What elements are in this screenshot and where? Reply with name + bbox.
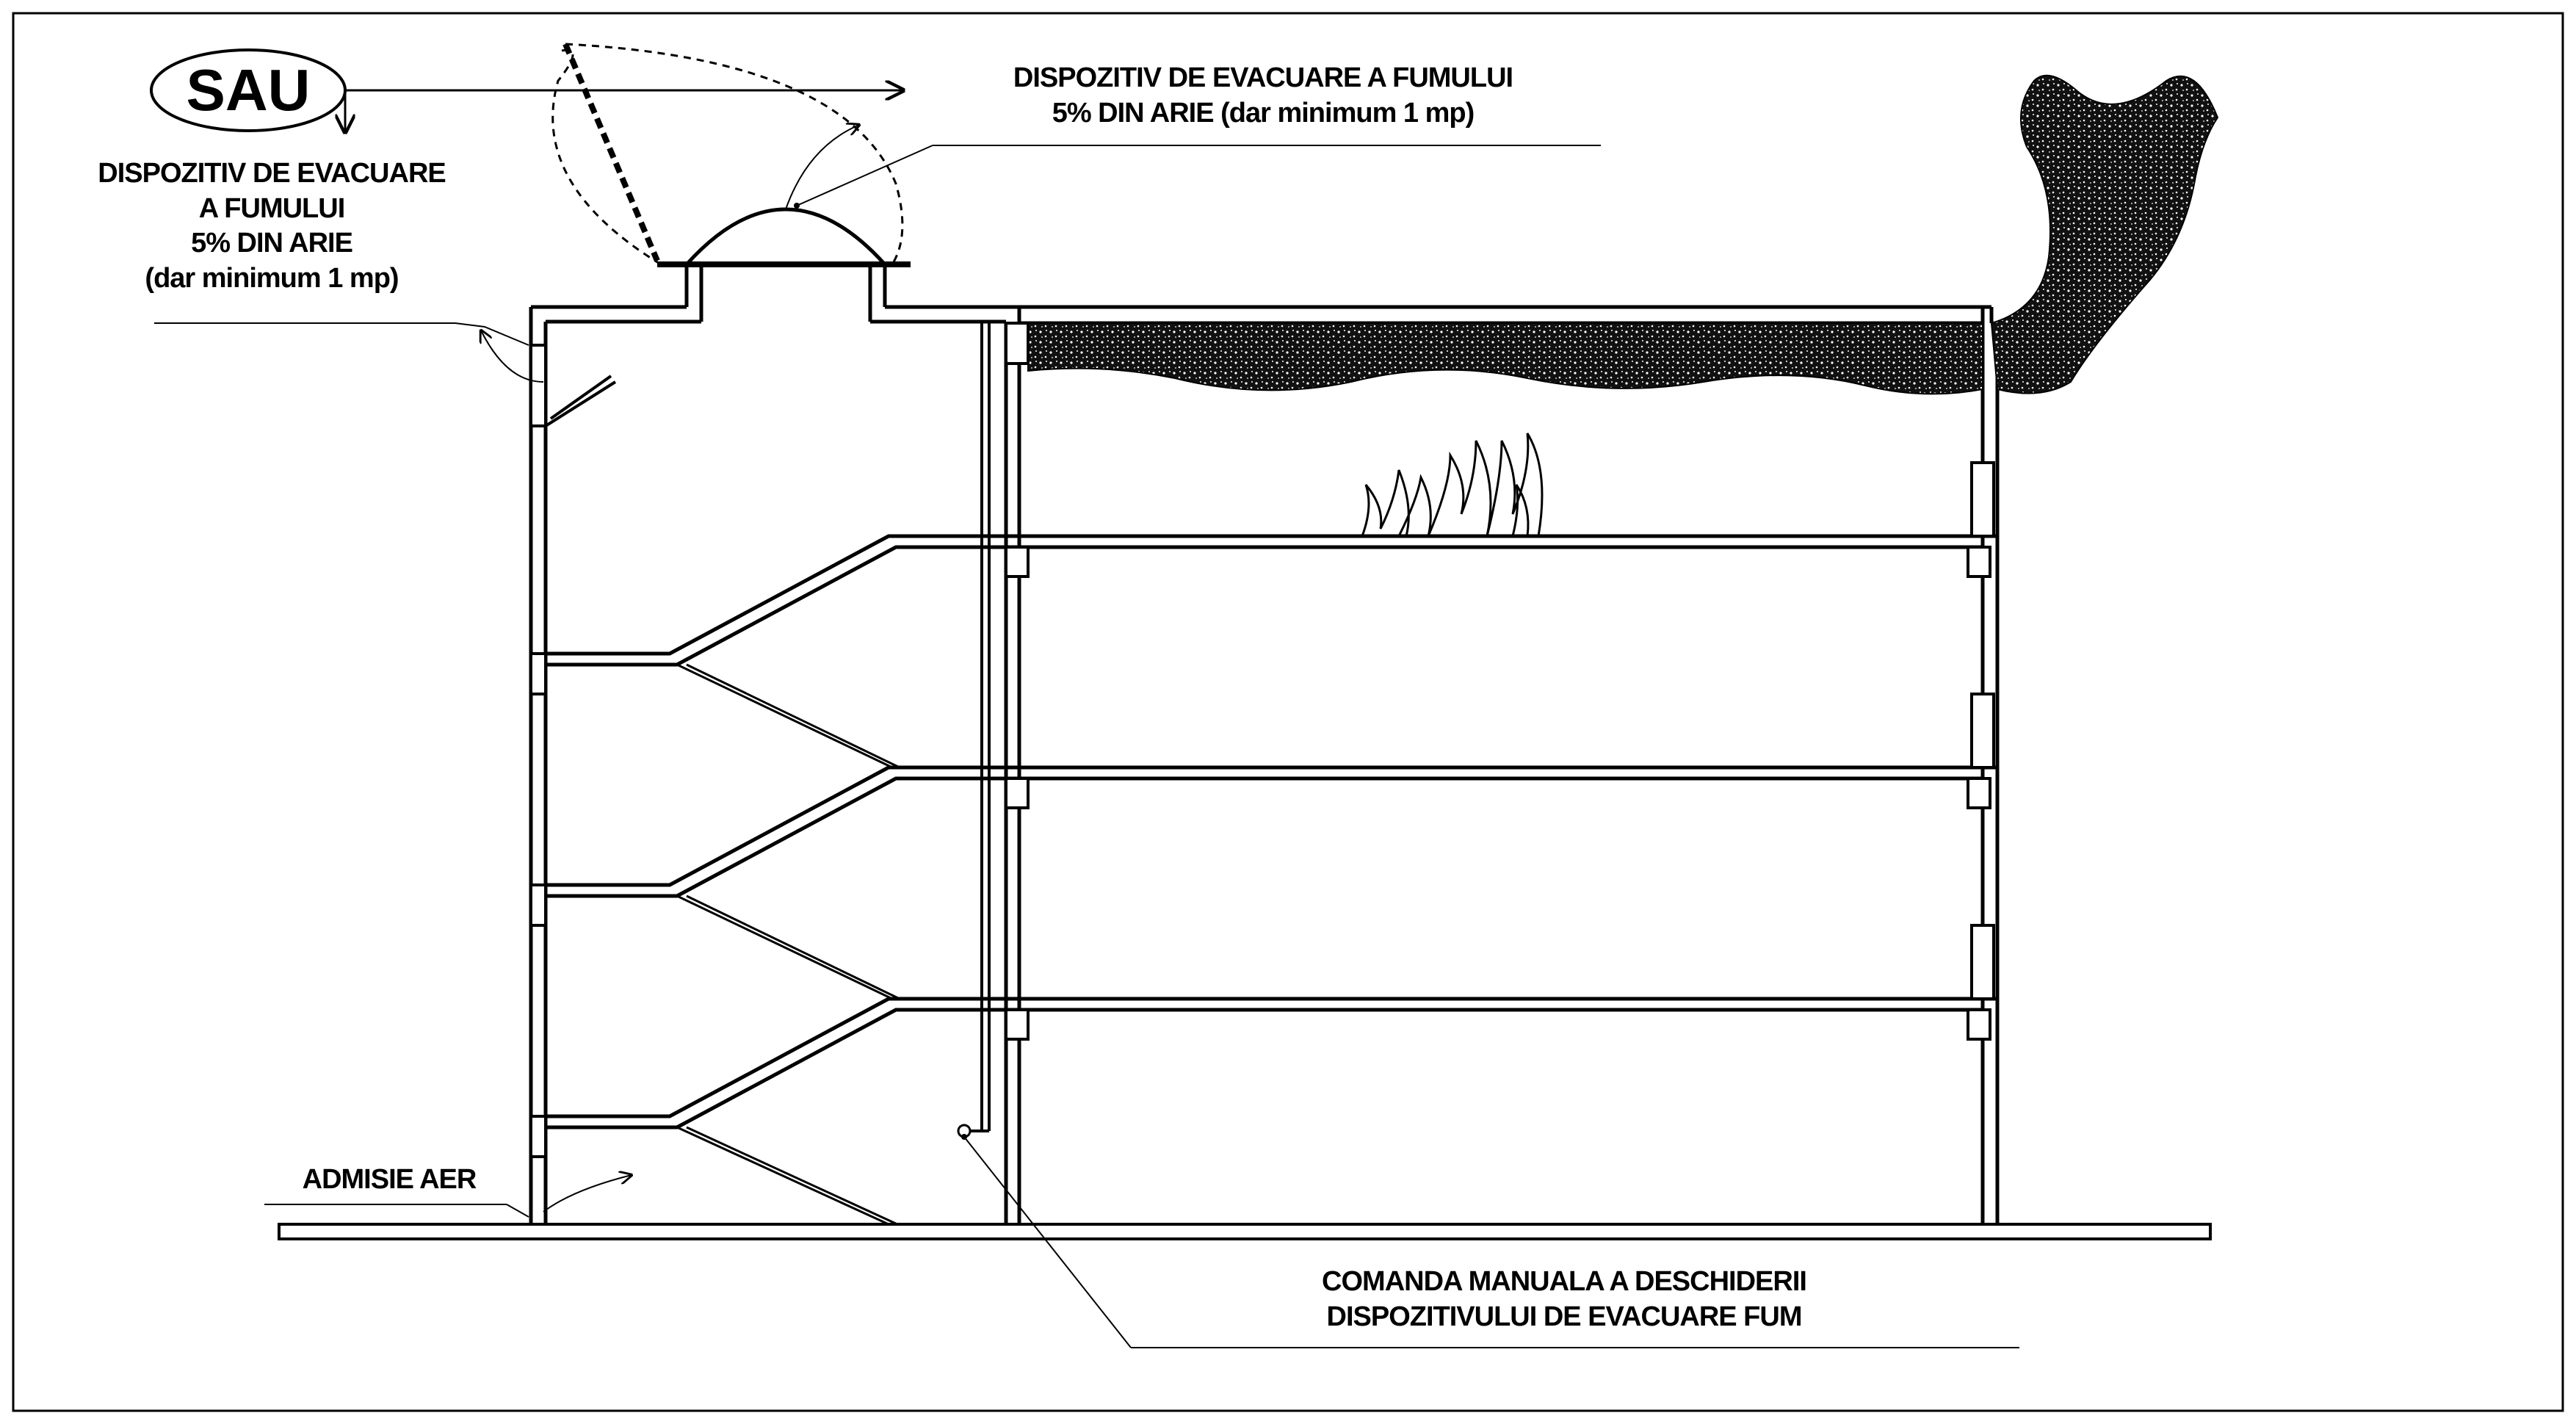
- fire-icon: [1361, 433, 1544, 537]
- manual-control-line1: COMANDA MANUALA A DESCHIDERII: [1322, 1266, 1807, 1297]
- air-intake-label: ADMISIE AER: [302, 1164, 477, 1195]
- roof-vent-label: DISPOZITIV DE EVACUARE A FUMULUI 5% DIN …: [940, 61, 1586, 131]
- smoke-plume: [1990, 74, 2219, 394]
- leader-dot: [794, 203, 800, 209]
- beam-stubs: [1005, 322, 1995, 1041]
- sau-arrows: [345, 90, 903, 132]
- side-vent-louver: [529, 344, 617, 427]
- roof-vent-line2: 5% DIN ARIE (dar minimum 1 mp): [1052, 97, 1475, 129]
- airflow-arrows: [481, 125, 859, 1212]
- leader-lines: [154, 145, 2019, 1348]
- roof-dome-vent: [657, 207, 911, 267]
- sau-label: SAU: [187, 57, 311, 123]
- smoke-layer: [1027, 322, 1983, 395]
- side-vent-line4: (dar minimum 1 mp): [145, 262, 399, 294]
- side-vent-line3: 5% DIN ARIE: [191, 228, 353, 259]
- stair-flights: [676, 663, 900, 1226]
- manual-control-cable: [969, 323, 991, 1132]
- roof-vent-line1: DISPOZITIV DE EVACUARE A FUMULUI: [1013, 62, 1513, 93]
- manual-control-line2: DISPOZITIVULUI DE EVACUARE FUM: [1326, 1301, 1803, 1332]
- stair-landings: [529, 652, 547, 1158]
- side-vent-line2: A FUMULUI: [198, 192, 346, 224]
- dome-open-position: [551, 43, 904, 266]
- manual-control-label: COMANDA MANUALA A DESCHIDERII DISPOZITIV…: [1248, 1265, 1880, 1334]
- sheet-border: [12, 12, 2564, 1412]
- side-vent-line1: DISPOZITIV DE EVACUARE: [98, 158, 446, 189]
- floor-slabs: [546, 534, 1997, 1130]
- stairwell-wall: [529, 264, 1983, 1224]
- leader-dot: [961, 1134, 967, 1140]
- ground-slab: [278, 1223, 2212, 1240]
- side-vent-label: DISPOZITIV DE EVACUARE A FUMULUI 5% DIN …: [73, 156, 470, 296]
